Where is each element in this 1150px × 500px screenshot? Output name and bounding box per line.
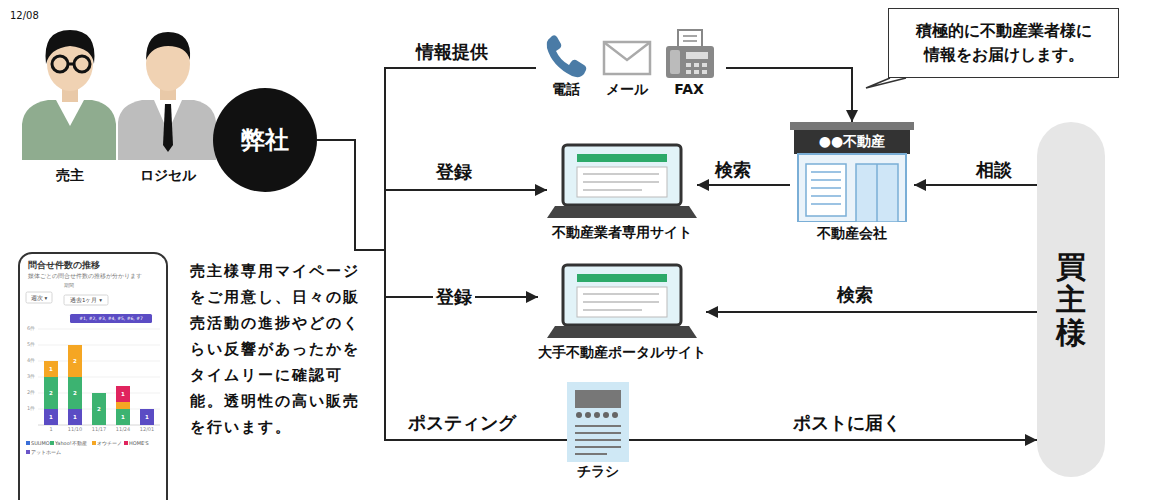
phone-icon [547, 35, 586, 77]
person-name: 売主 [56, 168, 84, 183]
legend-item: オウチーノ [92, 440, 122, 446]
legend-swatch [26, 441, 30, 445]
connector [317, 140, 547, 250]
chart-text: 3件 [27, 374, 35, 380]
chart-text: 11/10 [68, 427, 82, 433]
node-text: 積極的に不動産業者様に 情報をお届けします。 [911, 19, 1096, 67]
edge-label: 登録 [433, 160, 475, 184]
node-text: 不動産会社 [817, 225, 887, 243]
legend-swatch [26, 450, 30, 454]
person-name: ロジセル [140, 168, 196, 183]
edge-label: 情報提供 [413, 40, 491, 64]
site-node: 不動産業者専用サイト [547, 142, 697, 242]
legend-text: オウチーノ [97, 440, 122, 446]
phone-mockup: 問合せ件数の推移媒体ごとの問合せ件数の推移が分かります [18, 252, 168, 500]
chart-text: 期間 [64, 283, 74, 289]
chart-text: 6件 [27, 326, 35, 332]
buyer-band: 買主様 [1037, 122, 1105, 477]
connector [706, 311, 1037, 313]
node-text: ●●不動産 [790, 132, 914, 150]
legend-item: Yahoo!不動産 [50, 440, 87, 446]
portal-node: 大手不動産ポータルサイト [538, 262, 706, 362]
edge-label: ポスティング [405, 411, 519, 435]
chart-text: 5件 [27, 342, 35, 348]
connector [317, 68, 852, 250]
legend-text: SUUMO [31, 440, 50, 446]
chart-text: 11/17 [92, 427, 106, 433]
chart-text: 4件 [27, 358, 35, 364]
chart-text: 1 [121, 391, 125, 397]
legend-text: HOME'S [129, 440, 149, 446]
node-text: 不動産業者専用サイト [552, 224, 692, 242]
chart-text: 1件 [27, 406, 35, 412]
company-circle: 弊社 [213, 88, 317, 192]
connector [629, 439, 1037, 441]
chart-text: 2 [73, 390, 77, 396]
person-seller [22, 30, 116, 160]
laptop-symbol [547, 262, 697, 342]
chart-text: 2 [49, 390, 53, 396]
connector [914, 184, 1037, 186]
chart-text: 1 [49, 427, 52, 433]
chart-text: 過去1ヶ月 ▾ [70, 297, 102, 303]
legend-item: アットホーム [26, 449, 61, 455]
mail-icon [604, 42, 650, 74]
laptop-symbol [547, 142, 697, 222]
chart-text: 1 [49, 366, 53, 372]
icon-caption: FAX [674, 82, 704, 97]
edge-label: 検索 [712, 158, 754, 182]
legend-swatch [50, 441, 54, 445]
chart-text: 1 [73, 414, 77, 420]
edge-label: 登録 [433, 285, 475, 309]
chart-text: 1 [121, 414, 125, 420]
agency-building: ●●不動産不動産会社 [790, 122, 914, 243]
legend-text: アットホーム [31, 449, 61, 455]
icon-caption: メール [606, 82, 648, 97]
chart-text: 2 [73, 358, 77, 364]
legend-item: HOME'S [124, 440, 149, 446]
flyer-node: チラシ [567, 382, 629, 481]
chart-text: 12/08 [10, 10, 39, 21]
chart-text: 2件 [27, 390, 35, 396]
person-logisell [118, 32, 216, 160]
edge-label: 相談 [973, 158, 1015, 182]
description-text: 売主様専用マイページをご用意し、日々の販売活動の進捗やどのくらい反響があったかを… [190, 258, 364, 440]
chart-illustration [26, 292, 160, 425]
legend-swatch [92, 441, 96, 445]
node-text: 問合せ件数の推移 [28, 260, 100, 272]
legend-text: Yahoo!不動産 [55, 440, 87, 446]
fax-icon [666, 30, 714, 78]
edge-label: 検索 [834, 283, 876, 307]
chart-text: 11/24 [116, 427, 130, 433]
legend-item: SUUMO [26, 440, 50, 446]
edge-label: ポストに届く [790, 411, 904, 435]
icon-caption: 電話 [552, 82, 580, 97]
chart-text: 1 [145, 414, 149, 420]
chart-text: 1 [49, 414, 53, 420]
callout-box: 積極的に不動産業者様に 情報をお届けします。 [888, 8, 1119, 78]
icon-backing [536, 28, 726, 80]
connector [697, 184, 790, 186]
chart-text: 週次 ▾ [31, 294, 48, 300]
flyer-symbol [567, 382, 629, 462]
chart-text: #1, #2, #3, #4, #5, #6, #7 [79, 316, 143, 321]
node-text: チラシ [577, 463, 619, 481]
legend-swatch [124, 441, 128, 445]
node-text: 媒体ごとの問合せ件数の推移が分かります [28, 273, 142, 280]
chart-text: 2 [97, 406, 101, 412]
chart-text: 12/01 [140, 427, 154, 433]
node-text: 買主様 [1056, 250, 1086, 349]
node-text: 弊社 [241, 124, 289, 156]
node-text: 大手不動産ポータルサイト [538, 344, 706, 362]
